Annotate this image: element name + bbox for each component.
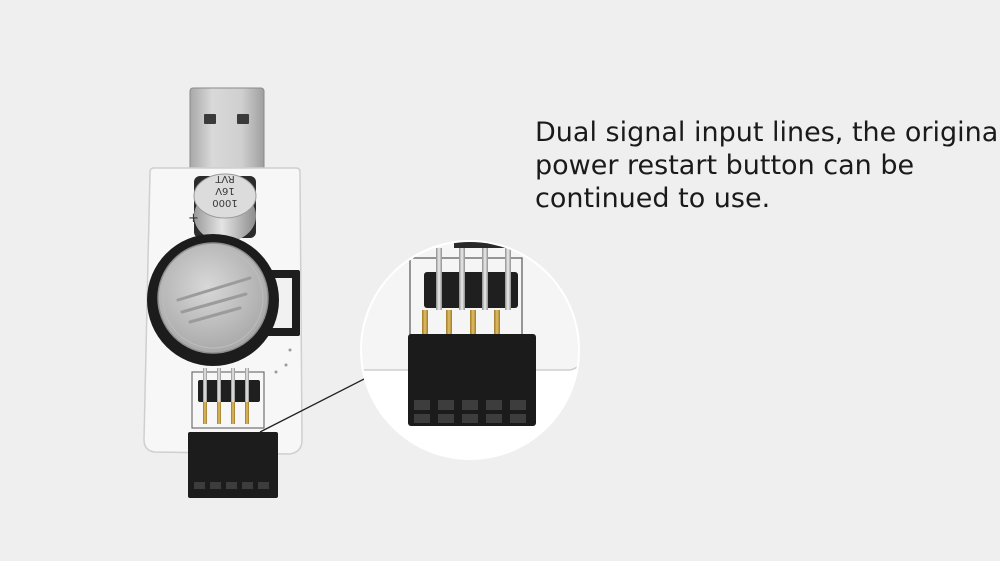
capacitor-marking-3: RVT	[214, 173, 234, 184]
pin-row	[203, 368, 249, 424]
svg-text:+: +	[188, 211, 199, 226]
capacitor-marking-1: 1000	[212, 197, 237, 208]
caption: Dual signal input lines, the original po…	[535, 116, 1000, 215]
capacitor-marking-2: 16V	[215, 185, 235, 196]
pin-header	[191, 368, 265, 429]
caption-line-2: power restart button can be	[535, 150, 915, 181]
pointer-line	[259, 375, 371, 433]
caption-line-1: Dual signal input lines, the original	[535, 117, 1000, 148]
caption-line-3: continued to use.	[535, 183, 771, 214]
capacitor: 1000 16V RVT +	[188, 173, 257, 242]
socket-connector	[188, 432, 278, 498]
zoom-inset	[360, 240, 580, 460]
coin-battery	[147, 234, 300, 366]
